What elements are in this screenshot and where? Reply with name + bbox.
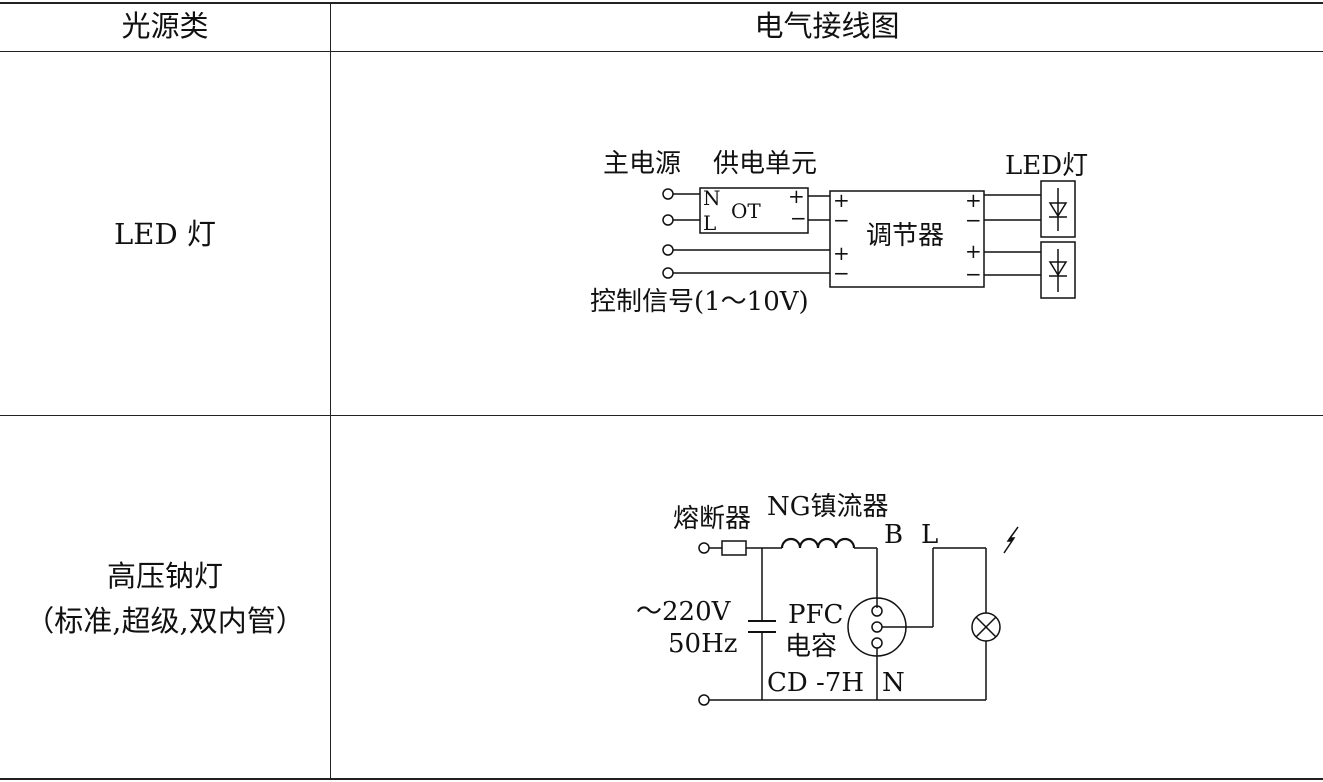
- row-divider: [0, 415, 1323, 416]
- ballast-b-label: B: [884, 520, 903, 550]
- neutral-n-label: N: [882, 668, 905, 698]
- ot-n-label: N: [703, 186, 721, 210]
- hps-terminal-neutral: [698, 694, 710, 706]
- hps-terminal-live: [698, 542, 710, 554]
- dimmer-in-minus-2: −: [833, 261, 850, 285]
- led-lamp-label: LED灯: [1005, 151, 1088, 181]
- row-hps-light-type-line2: （标准,超级,双内管）: [25, 604, 305, 638]
- ballast-l-label: L: [921, 520, 938, 550]
- dimmer-box: [829, 190, 985, 288]
- ot-minus: −: [790, 206, 807, 230]
- row-led-light-type: LED 灯: [114, 217, 216, 251]
- fuse-icon: [721, 540, 747, 556]
- pfc-label: PFC: [788, 600, 843, 630]
- led-lamp-box-2: [1040, 241, 1076, 299]
- ballast-label: NG镇流器: [767, 492, 889, 522]
- ot-plus: +: [788, 184, 805, 208]
- column-divider: [330, 2, 331, 780]
- frequency-label: 50Hz: [668, 629, 737, 659]
- fuse-label: 熔断器: [673, 504, 751, 534]
- capacitor-label: 电容: [785, 632, 837, 662]
- dimmer-out-plus-1: +: [965, 188, 982, 212]
- main-power-label: 主电源: [603, 149, 681, 179]
- dimmer-out-plus-2: +: [965, 239, 982, 263]
- lightning-icon: [1003, 526, 1019, 554]
- header-divider: [0, 51, 1323, 52]
- ot-label: OT: [731, 199, 761, 223]
- dimmer-in-plus-1: +: [833, 188, 850, 212]
- header-light-type: 光源类: [121, 9, 209, 43]
- model-label: CD -7H: [767, 668, 864, 698]
- dimmer-in-minus-1: −: [833, 208, 850, 232]
- led-lamp-box-1: [1040, 180, 1076, 238]
- ballast-coil-icon: [780, 537, 856, 549]
- control-signal-label: 控制信号(1～10V): [590, 287, 809, 317]
- ot-supply-box: [699, 187, 809, 234]
- table-top-border: [0, 2, 1323, 4]
- table-bottom-border: [0, 778, 1323, 780]
- header-wiring-diagram: 电气接线图: [754, 9, 900, 43]
- row-hps-light-type-line1: 高压钠灯: [106, 559, 223, 593]
- ot-l-label: L: [703, 211, 716, 235]
- dimmer-label: 调节器: [866, 221, 944, 251]
- diode-icon-1: [1048, 188, 1068, 231]
- voltage-label: ～220V: [636, 597, 732, 627]
- dimmer-out-minus-2: −: [965, 262, 982, 286]
- supply-unit-label: 供电单元: [713, 149, 817, 179]
- dimmer-in-plus-2: +: [833, 241, 850, 265]
- diode-icon-2: [1048, 249, 1068, 292]
- dimmer-out-minus-1: −: [965, 208, 982, 232]
